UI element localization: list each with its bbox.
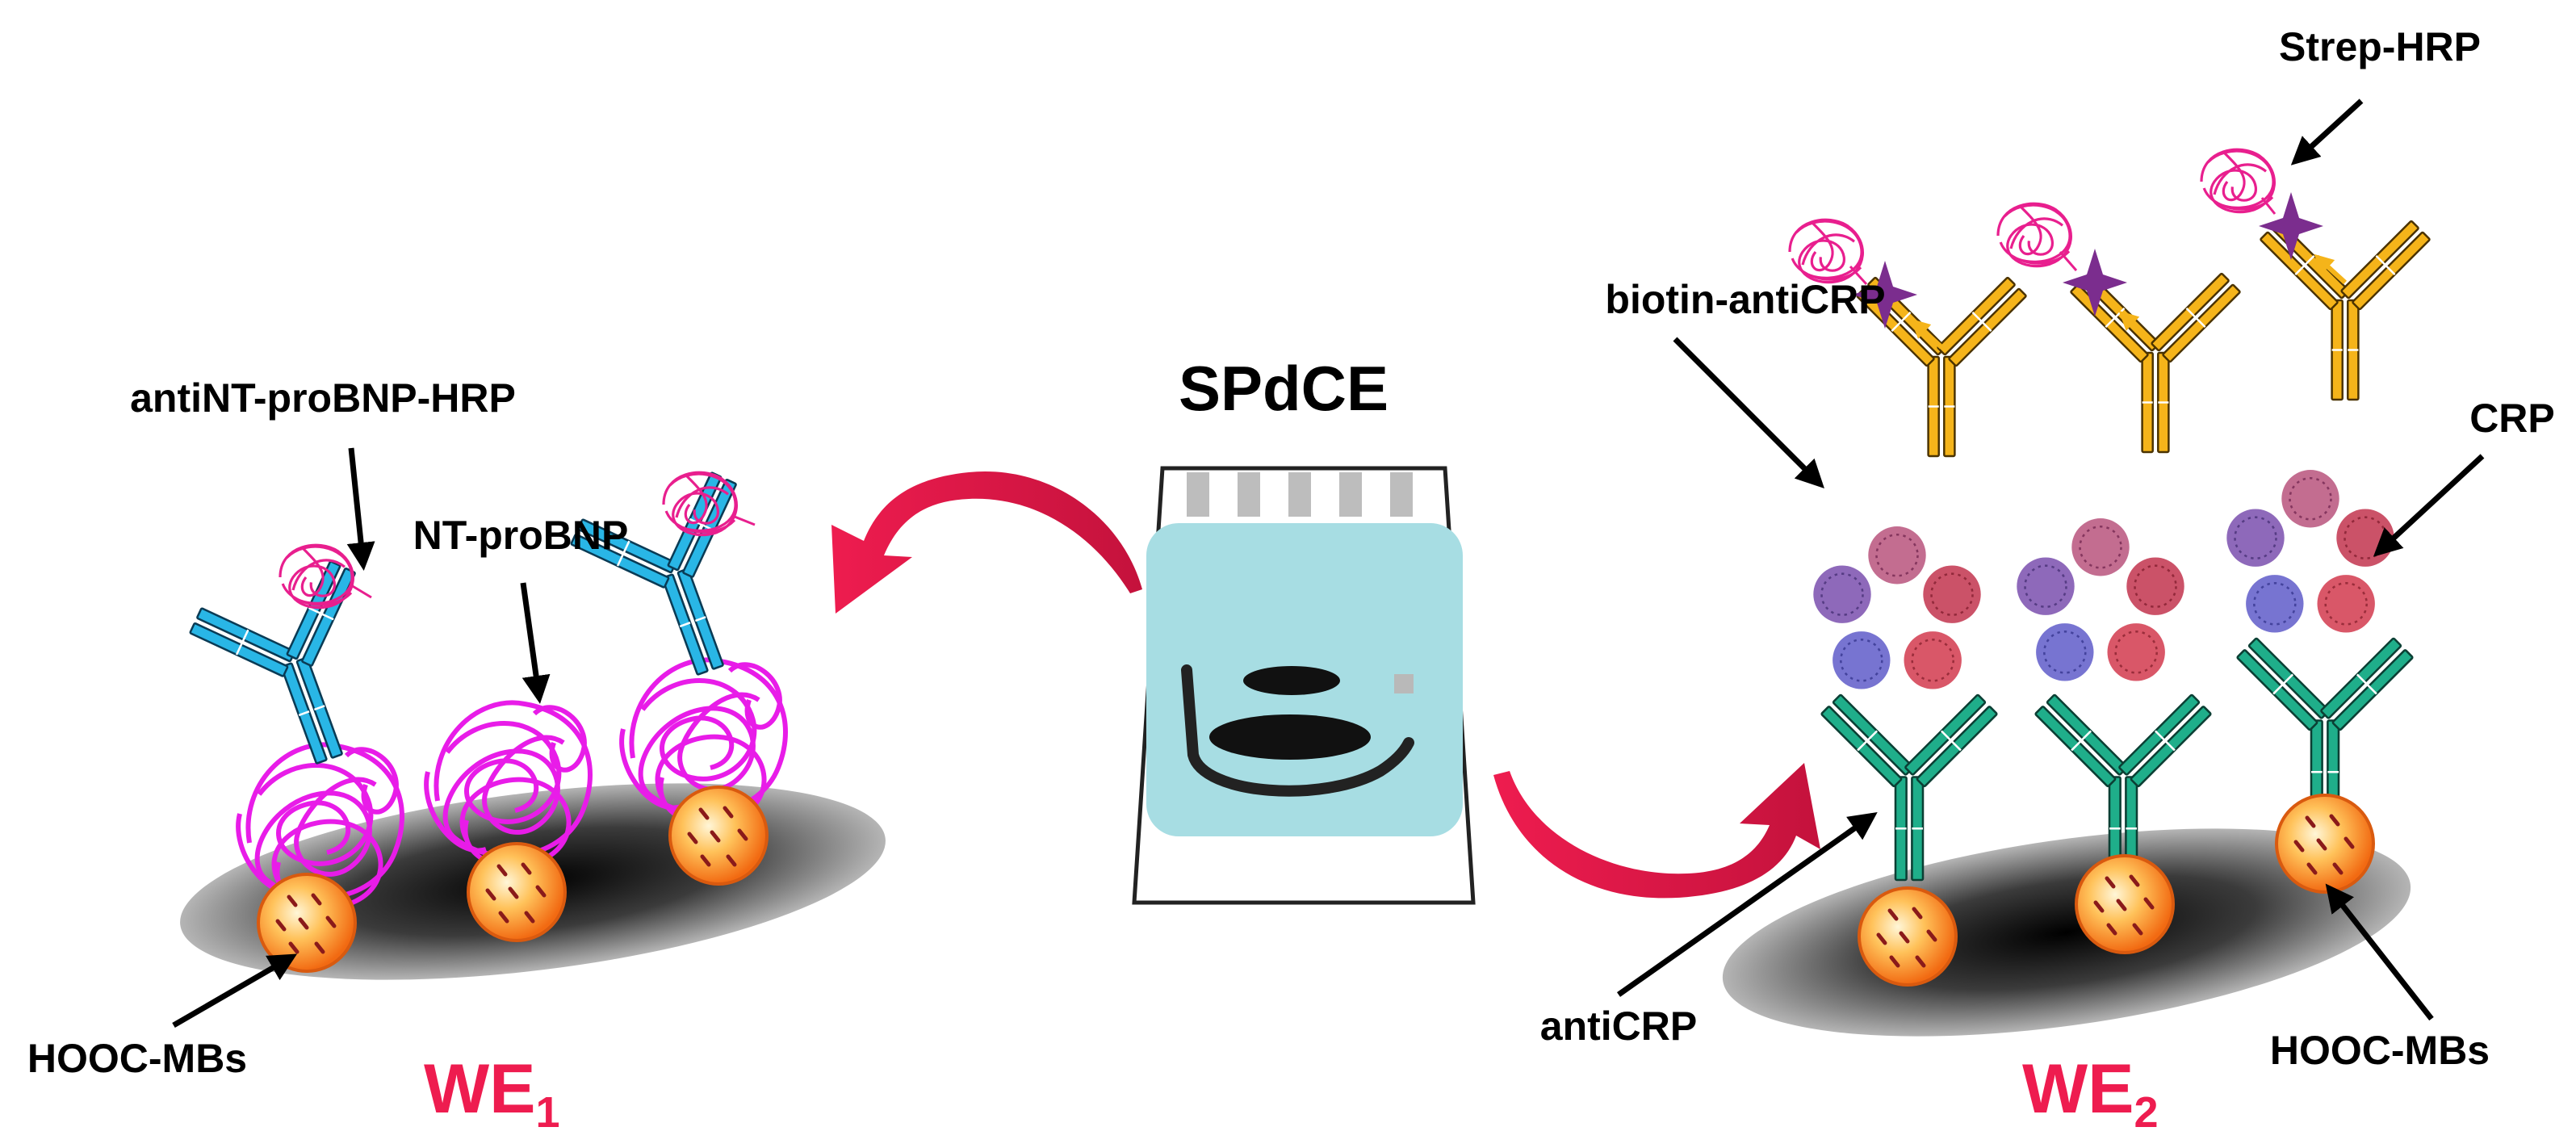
label-ntprobnp: NT-proBNP: [413, 513, 629, 558]
arrow-crp: [2373, 454, 2485, 557]
hrp-enzyme-icon: [1788, 148, 2277, 286]
left-panel: antiNT-proBNP-HRP NT-proBNP HOOC-MBs WE1: [27, 375, 886, 1137]
we1-label: WE1: [424, 1050, 560, 1137]
spdce-title: SPdCE: [1179, 353, 1389, 424]
label-hooc-mbs-right: HOOC-MBs: [2270, 1028, 2490, 1073]
arrow-strep-hrp: [2290, 98, 2364, 165]
arrow-anticrp: [1616, 811, 1878, 997]
curved-arrow-icon: [831, 471, 1820, 899]
biotin-arrow-icon: [1910, 253, 2348, 350]
arrow-hooc-mbs-left: [172, 953, 298, 1029]
crp-protein-icon: [1812, 468, 2395, 690]
arrow-biotin-anticrp: [1673, 337, 1824, 488]
label-strep-hrp: Strep-HRP: [2279, 24, 2481, 69]
label-crp: CRP: [2469, 396, 2555, 441]
arrow-hooc-mbs-right: [2325, 883, 2434, 1021]
we2-label: WE2: [2022, 1050, 2159, 1137]
label-anti-ntprobnp-hrp: antiNT-proBNP-HRP: [130, 375, 516, 421]
label-hooc-mbs-left: HOOC-MBs: [27, 1036, 247, 1081]
arrow-anti-ntprobnp-hrp: [346, 447, 375, 571]
detection-antibody-icon: [1855, 220, 2431, 458]
label-anticrp: antiCRP: [1540, 1003, 1697, 1049]
right-panel: Strep-HRP biotin-antiCRP CRP antiCRP HOO…: [1540, 24, 2555, 1137]
center-panel: SPdCE: [831, 353, 1820, 905]
electrode-icon: [1132, 466, 1476, 905]
hrp-enzyme-icon: [279, 471, 756, 610]
electrode-pattern-icon: [1181, 664, 1414, 797]
arrow-ntprobnp: [520, 582, 551, 704]
label-biotin-anticrp: biotin-antiCRP: [1605, 277, 1885, 322]
